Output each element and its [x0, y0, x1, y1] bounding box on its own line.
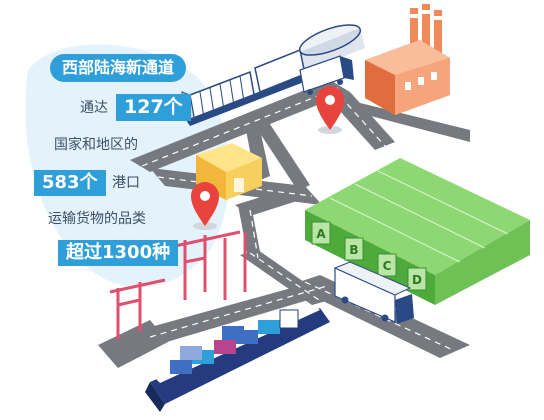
reach-prefix: 通达 — [80, 100, 108, 116]
train-icon — [181, 24, 365, 126]
crane-icon — [109, 230, 247, 340]
truck-icon — [333, 261, 414, 324]
warehouse-icon — [196, 143, 262, 200]
countries-count: 127个 — [116, 94, 191, 121]
warehouse-icon: A B C D — [305, 158, 530, 305]
map-pin-icon — [316, 86, 344, 134]
headline-badge: 西部陆海新通道 — [50, 54, 187, 82]
countries-text: 国家和地区的 — [54, 137, 138, 153]
cargo-ship-icon — [145, 306, 330, 412]
truck-icon — [299, 55, 354, 95]
door-label: A — [316, 227, 326, 241]
goods-text: 运输货物的品类 — [48, 211, 146, 227]
map-pin-icon — [191, 182, 219, 230]
ports-count: 583个 — [34, 170, 106, 196]
factory-icon — [365, 4, 450, 115]
door-label: D — [412, 273, 422, 287]
ports-suffix: 港口 — [112, 175, 140, 191]
door-label: C — [383, 259, 392, 273]
goods-count: 超过1300种 — [58, 240, 179, 266]
door-label: B — [349, 243, 358, 257]
